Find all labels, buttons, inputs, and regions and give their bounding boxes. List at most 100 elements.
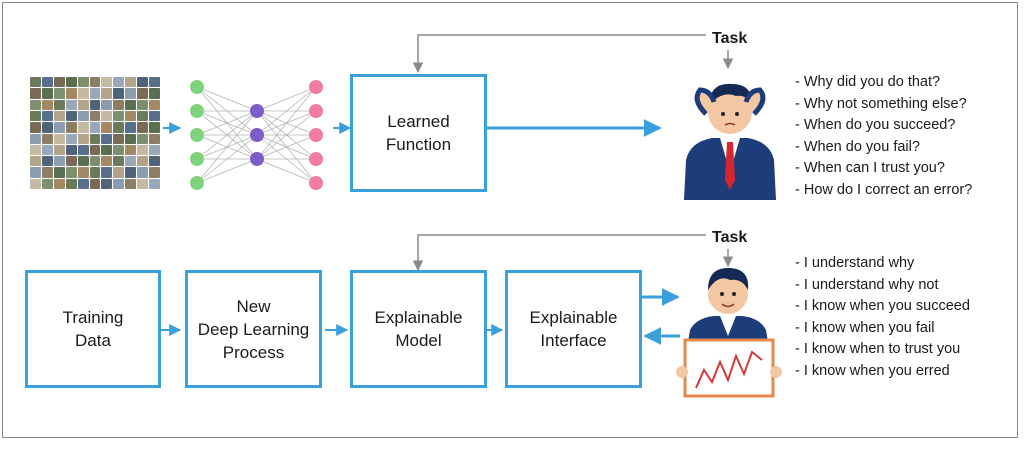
dataset-thumbnail: [53, 156, 65, 167]
hidden-node: [250, 104, 264, 118]
dataset-thumbnail: [53, 99, 65, 110]
dataset-thumbnail: [77, 144, 89, 156]
dataset-thumbnail: [77, 133, 89, 144]
dataset-thumbnail: [101, 156, 113, 167]
dataset-thumbnail: [30, 133, 41, 144]
neural-network-icon: [190, 80, 323, 190]
dataset-thumbnail: [137, 99, 149, 110]
dataset-thumbnail: [65, 156, 77, 167]
dataset-thumbnail: [53, 144, 65, 156]
dataset-thumbnail: [77, 167, 89, 178]
dataset-thumbnail: [101, 99, 113, 110]
dataset-thumbnail: [137, 110, 149, 122]
confused-user-icon: [684, 83, 776, 200]
network-edge: [256, 134, 317, 160]
dataset-thumbnail: [41, 133, 53, 144]
dataset-thumbnail: [101, 167, 113, 178]
dataset-thumbnail: [149, 133, 160, 144]
dataset-thumbnail: [77, 122, 89, 133]
dataset-thumbnail: [113, 99, 125, 110]
dataset-thumbnail: [89, 110, 101, 122]
dataset-thumbnail: [53, 88, 65, 99]
dataset-thumbnail: [65, 133, 77, 144]
top-feedback-line: [412, 34, 734, 74]
dataset-thumbnail: [101, 144, 113, 156]
dataset-thumbnail: [125, 144, 137, 156]
network-edge: [196, 110, 258, 160]
question-item: Why did you do that?: [795, 72, 972, 94]
dataset-thumbnail: [113, 122, 125, 133]
dataset-thumbnail: [101, 133, 113, 144]
dataset-thumbnail: [30, 144, 41, 156]
image-grid-icon: [30, 77, 160, 189]
dataset-thumbnail: [30, 167, 41, 178]
dataset-thumbnail: [101, 110, 113, 122]
dataset-thumbnail: [137, 156, 149, 167]
dataset-thumbnail: [101, 88, 113, 99]
dataset-thumbnail: [113, 77, 125, 88]
dataset-thumbnail: [65, 99, 77, 110]
dataset-thumbnail: [30, 99, 41, 110]
dataset-thumbnail: [30, 156, 41, 167]
dataset-thumbnail: [125, 99, 137, 110]
explainable-interface-box: Explainable Interface: [505, 270, 642, 388]
question-item: Why not something else?: [795, 94, 972, 116]
dataset-thumbnail: [89, 99, 101, 110]
output-node: [309, 80, 323, 94]
network-edge: [196, 86, 258, 112]
dataset-thumbnail: [137, 88, 149, 99]
deep-learning-process-label: New Deep Learning Process: [197, 296, 310, 362]
answer-list: I understand why I understand why not I …: [795, 253, 970, 382]
dataset-thumbnail: [89, 77, 101, 88]
dataset-thumbnail: [125, 88, 137, 99]
dataset-thumbnail: [53, 110, 65, 122]
deep-learning-process-box: New Deep Learning Process: [185, 270, 322, 388]
dataset-thumbnail: [53, 133, 65, 144]
input-node: [190, 104, 204, 118]
output-node: [309, 104, 323, 118]
network-edge: [256, 86, 317, 160]
dataset-thumbnail: [41, 99, 53, 110]
dataset-thumbnail: [89, 122, 101, 133]
dataset-thumbnail: [65, 178, 77, 189]
dataset-thumbnail: [41, 178, 53, 189]
dataset-thumbnail: [77, 110, 89, 122]
dataset-thumbnail: [137, 144, 149, 156]
dataset-thumbnail: [30, 122, 41, 133]
dataset-thumbnail: [65, 144, 77, 156]
network-edge: [196, 134, 258, 184]
dataset-thumbnail: [113, 144, 125, 156]
hidden-node: [250, 152, 264, 166]
dataset-thumbnail: [149, 77, 160, 88]
answer-item: I understand why not: [795, 275, 970, 297]
dataset-thumbnail: [30, 88, 41, 99]
network-edge: [256, 86, 317, 136]
question-item: When can I trust you?: [795, 158, 972, 180]
training-data-box: Training Data: [25, 270, 161, 388]
dataset-thumbnail: [137, 167, 149, 178]
network-edge: [196, 158, 258, 184]
dataset-thumbnail: [149, 99, 160, 110]
dataset-thumbnail: [65, 77, 77, 88]
dataset-thumbnail: [41, 167, 53, 178]
training-data-label: Training Data: [62, 308, 124, 350]
dataset-thumbnail: [30, 77, 41, 88]
dataset-thumbnail: [125, 110, 137, 122]
dataset-thumbnail: [113, 110, 125, 122]
network-edge: [256, 86, 317, 112]
dataset-thumbnail: [125, 167, 137, 178]
dataset-thumbnail: [113, 156, 125, 167]
dataset-thumbnail: [113, 167, 125, 178]
dataset-thumbnail: [149, 110, 160, 122]
happy-user-with-chart-icon: [676, 268, 782, 398]
dataset-thumbnail: [149, 88, 160, 99]
dataset-thumbnail: [125, 156, 137, 167]
dataset-thumbnail: [53, 178, 65, 189]
dataset-thumbnail: [65, 122, 77, 133]
dataset-thumbnail: [149, 144, 160, 156]
network-edge: [196, 110, 258, 136]
answer-item: I understand why: [795, 253, 970, 275]
dataset-thumbnail: [41, 156, 53, 167]
dataset-thumbnail: [89, 167, 101, 178]
answer-item: I know when you fail: [795, 318, 970, 340]
